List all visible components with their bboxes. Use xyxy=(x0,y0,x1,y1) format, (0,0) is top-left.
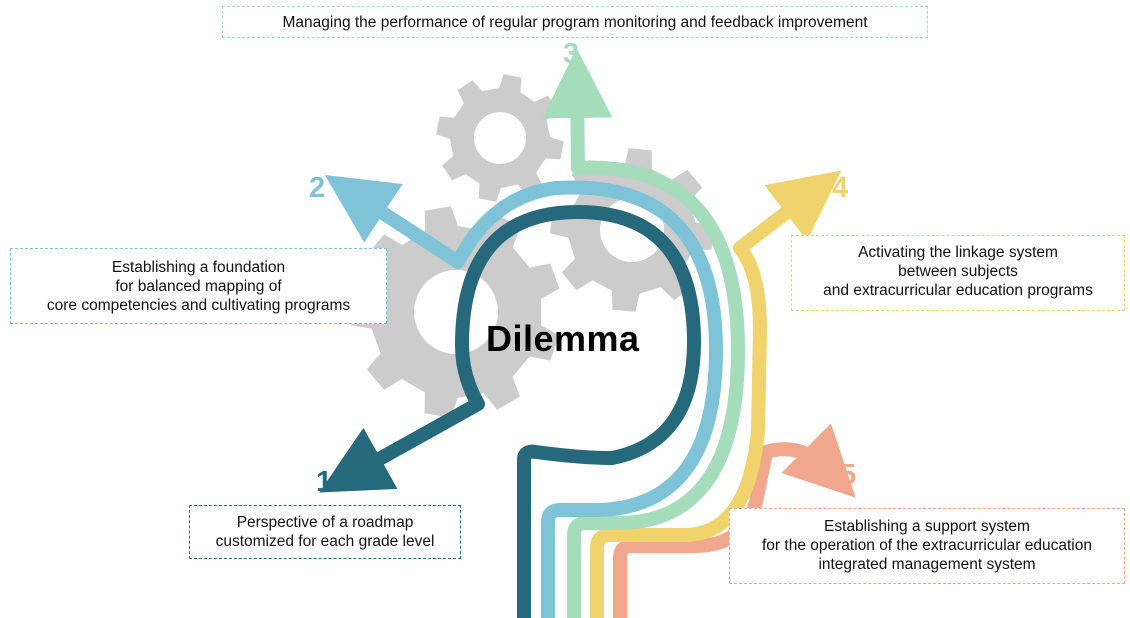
step-5-box: Establishing a support system for the op… xyxy=(729,508,1125,584)
path-step-1 xyxy=(319,205,701,618)
gear-layer xyxy=(350,74,714,418)
step-5-text-line: Establishing a support system xyxy=(824,518,1030,535)
step-1-number: 1 xyxy=(316,466,333,498)
step-3-number: 3 xyxy=(563,38,580,70)
step-4-box: Activating the linkage system between su… xyxy=(791,235,1125,311)
step-5-number: 5 xyxy=(840,459,857,491)
step-2-box: Establishing a foundation for balanced m… xyxy=(10,248,387,324)
step-4-number: 4 xyxy=(832,172,849,204)
step-2-number: 2 xyxy=(309,172,326,204)
path-step-3 xyxy=(542,48,745,618)
path-step-2 xyxy=(324,175,723,618)
step-4-text-line: between subjects xyxy=(898,263,1018,280)
step-5-text-line: integrated management system xyxy=(818,556,1036,573)
step-5-text-line: for the operation of the extracurricular… xyxy=(762,537,1092,554)
step-2-text-line: core competencies and cultivating progra… xyxy=(46,297,351,314)
step-4-text-line: and extracurricular education programs xyxy=(823,282,1093,299)
path-step-4 xyxy=(590,170,842,618)
step-2-text-line: for balanced mapping of xyxy=(115,278,282,295)
step-3-text-line: Managing the performance of regular prog… xyxy=(282,14,868,31)
gear-left xyxy=(350,206,560,418)
gear-top-hole xyxy=(474,112,526,164)
center-label: Dilemma xyxy=(486,318,640,359)
step-1-box: Perspective of a roadmap customized for … xyxy=(189,505,461,559)
gear-top xyxy=(436,74,564,202)
gear-left-hole xyxy=(414,270,498,354)
step-1-text-line: customized for each grade level xyxy=(215,533,435,550)
step-3-box: Managing the performance of regular prog… xyxy=(222,6,928,38)
step-4-text-line: Activating the linkage system xyxy=(858,244,1058,261)
step-2-text-line: Establishing a foundation xyxy=(111,259,286,276)
step-1-text-line: Perspective of a roadmap xyxy=(236,514,414,531)
